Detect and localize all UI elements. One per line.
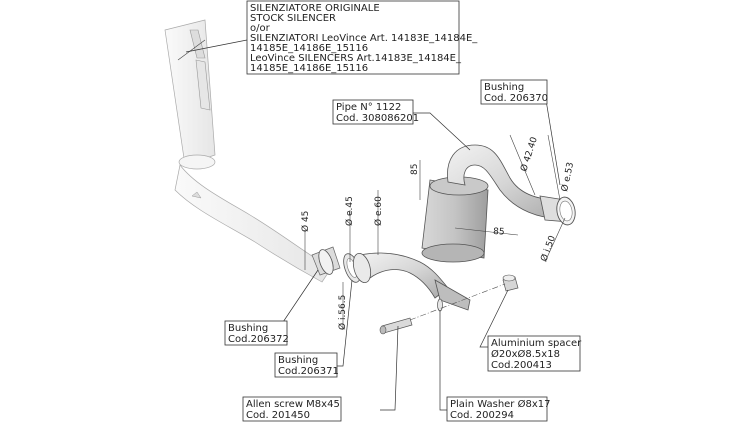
callout-plain-washer: Plain Washer Ø8x17 Cod. 200294: [446, 396, 550, 422]
callout-allen-screw: Allen screw M8x45 Cod. 201450: [242, 396, 342, 422]
stock-silencer-line5: 14185E_14186E_15116: [250, 43, 368, 54]
allen-screw-name: Allen screw M8x45: [246, 399, 340, 410]
plain-washer-name: Plain Washer Ø8x17: [450, 398, 550, 410]
bushing-left-name: Bushing: [228, 323, 268, 334]
bushing-mid-name: Bushing: [278, 355, 318, 366]
pipe-1122: [352, 144, 576, 311]
aluminium-spacer-spec: Ø20xØ8.5x18: [491, 348, 560, 360]
stock-silencer-ghost: [164, 19, 331, 283]
stock-silencer-line7: 14185E_14186E_15116: [250, 63, 368, 74]
callout-bushing-left: Bushing Cod.206372: [224, 320, 289, 346]
stock-silencer-line2: STOCK SILENCER: [250, 13, 336, 24]
bushing-top-code: Cod. 206370: [484, 93, 548, 104]
bushing-206372: [311, 246, 341, 276]
callout-bushing-mid: Bushing Cod.206371: [274, 352, 339, 378]
stock-silencer-line4: SILENZIATORI LeoVince Art. 14183E_14184E…: [250, 33, 478, 44]
dim-85-vertical: 85: [410, 164, 420, 175]
bushing-left-code: Cod.206372: [228, 334, 289, 345]
dim-de60: Ø e.60: [373, 196, 384, 226]
callout-stock-silencer: SILENZIATORE ORIGINALE STOCK SILENCER o/…: [246, 0, 478, 75]
allen-screw: [379, 317, 413, 335]
pipe-name: Pipe N° 1122: [336, 102, 401, 113]
allen-screw-code: Cod. 201450: [246, 410, 310, 421]
stock-silencer-line3: o/or: [250, 23, 271, 34]
dim-de53: Ø e.53: [559, 161, 576, 192]
stock-silencer-line6: LeoVince SILENCERS Art.14183E_14184E_: [250, 53, 462, 64]
pipe-code: Cod. 308086201: [336, 113, 419, 124]
dim-di565: Ø i.56.5: [337, 295, 348, 330]
dim-d4240: Ø 42.40: [518, 135, 540, 173]
bushing-top-name: Bushing: [484, 82, 524, 93]
aluminium-spacer: [502, 274, 519, 292]
callout-pipe: Pipe N° 1122 Cod. 308086201: [332, 99, 419, 125]
callout-aluminium-spacer: Aluminium spacer Ø20xØ8.5x18 Cod.200413: [487, 335, 582, 372]
dim-85-horizontal: 85: [493, 227, 505, 238]
dim-di50: Ø i.50: [538, 234, 558, 263]
stock-silencer-line1: SILENZIATORE ORIGINALE: [250, 3, 380, 14]
callout-bushing-top: Bushing Cod. 206370: [480, 79, 548, 105]
aluminium-spacer-name: Aluminium spacer: [491, 338, 582, 349]
aluminium-spacer-code: Cod.200413: [491, 360, 552, 371]
dim-de45: Ø e.45: [344, 196, 355, 226]
bushing-mid-code: Cod.206371: [278, 366, 339, 377]
dim-d45: Ø 45: [300, 211, 311, 232]
plain-washer-code: Cod. 200294: [450, 410, 514, 421]
dimension-lines: [304, 134, 566, 330]
